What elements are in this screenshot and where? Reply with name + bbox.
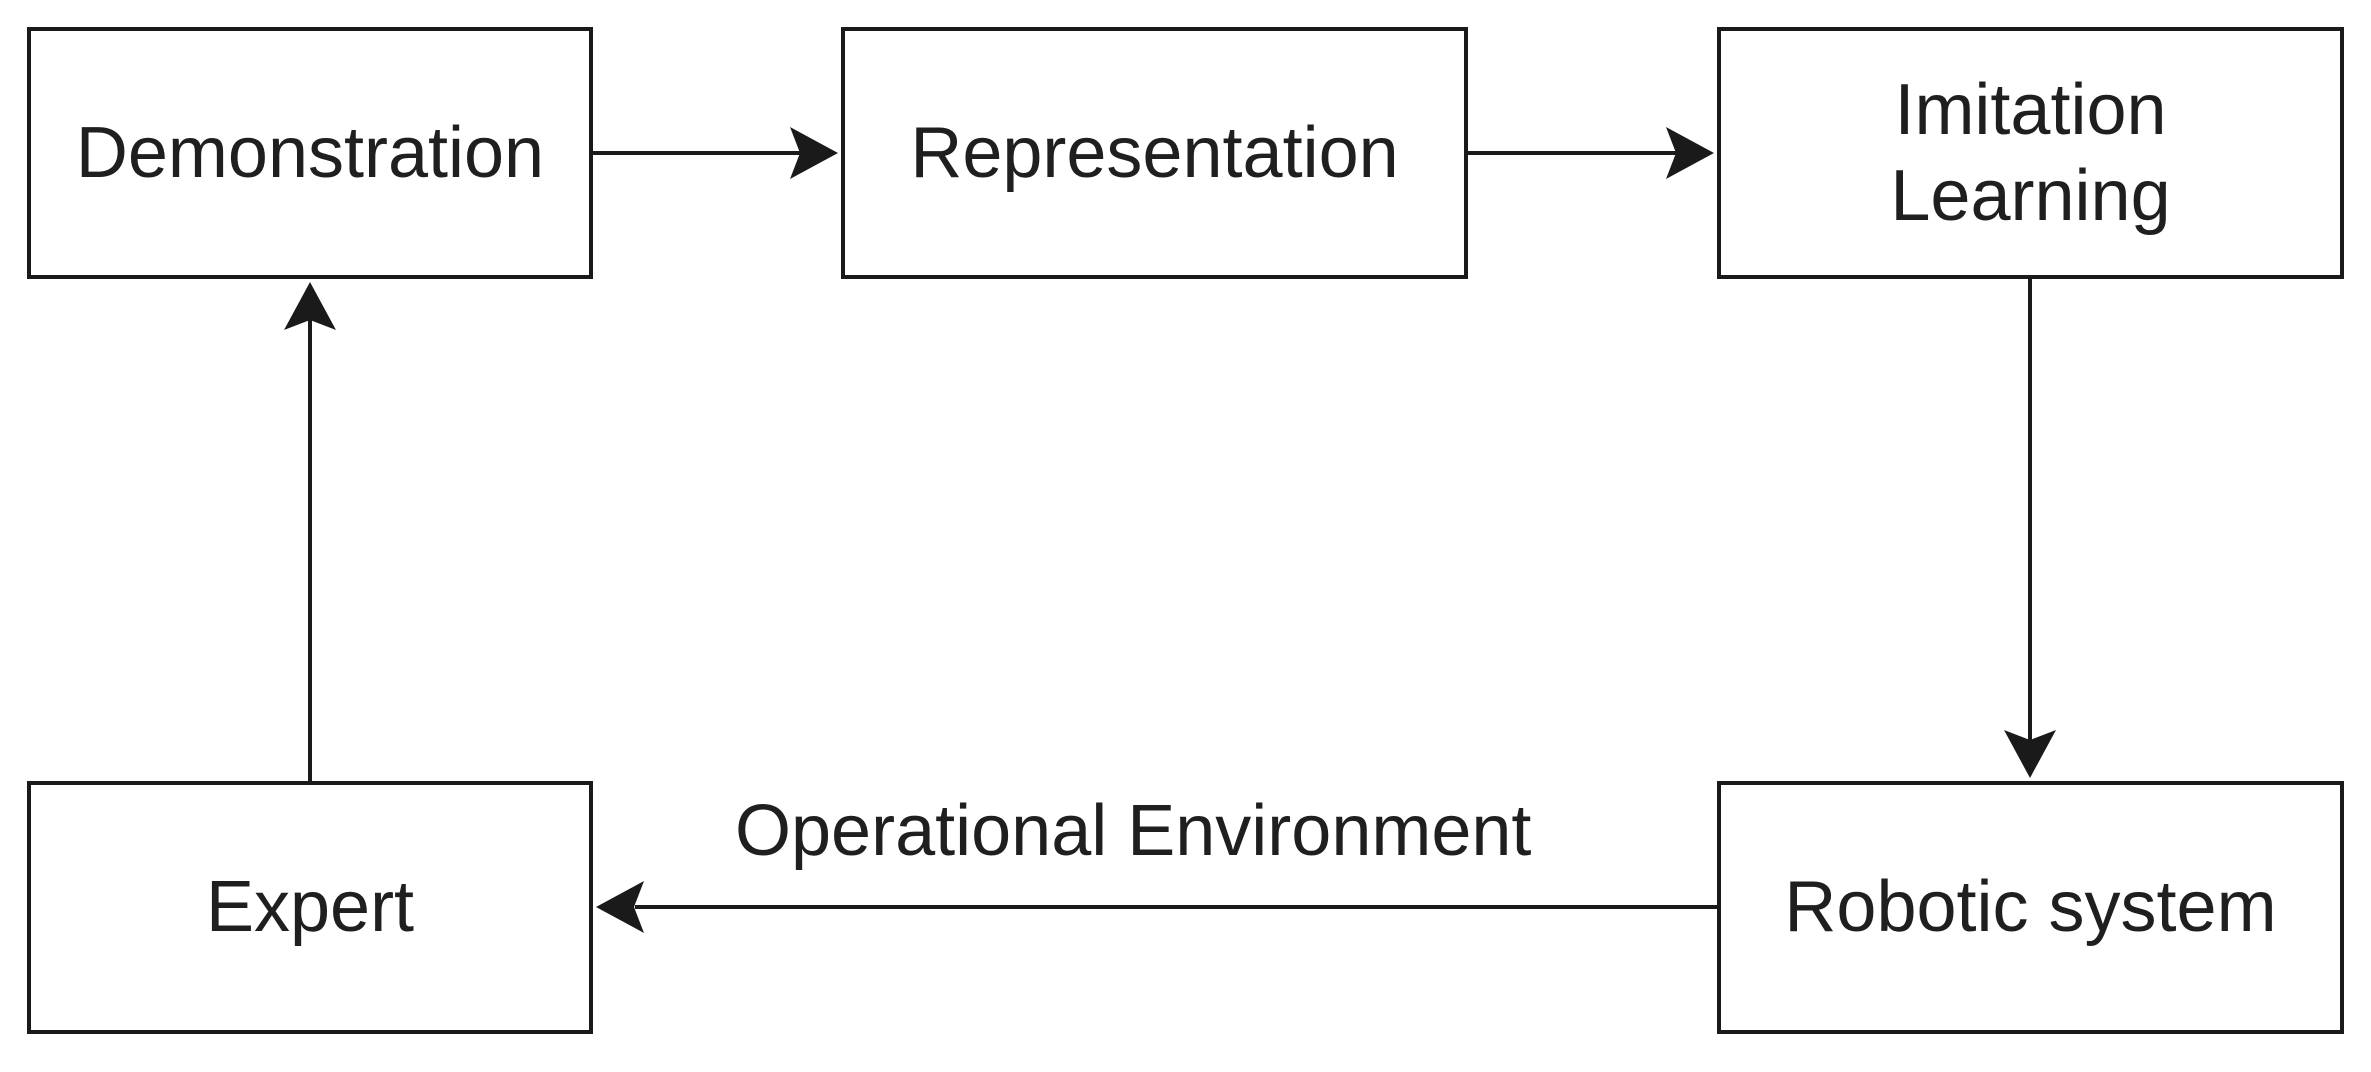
imitation-learning-label: Imitation Learning	[1890, 69, 2171, 236]
robotic-system-label: Robotic system	[1784, 867, 2277, 948]
robotic-system-node: Robotic system	[1717, 781, 2344, 1034]
demonstration-node: Demonstration	[27, 27, 593, 279]
arrow-demonstration-to-representation	[593, 127, 838, 179]
arrow-representation-to-imitation-learning	[1468, 127, 1714, 179]
representation-label: Representation	[910, 112, 1399, 193]
arrow-imitation-learning-to-robotic-system	[2004, 279, 2056, 778]
representation-node: Representation	[841, 27, 1468, 279]
imitation-learning-node: Imitation Learning	[1717, 27, 2344, 279]
arrow-robotic-system-to-expert	[596, 881, 1717, 933]
demonstration-label: Demonstration	[75, 112, 545, 193]
operational-environment-edge-label: Operational Environment	[735, 791, 1532, 871]
arrow-expert-to-demonstration	[284, 282, 336, 781]
expert-node: Expert	[27, 781, 593, 1034]
expert-label: Expert	[205, 867, 415, 948]
